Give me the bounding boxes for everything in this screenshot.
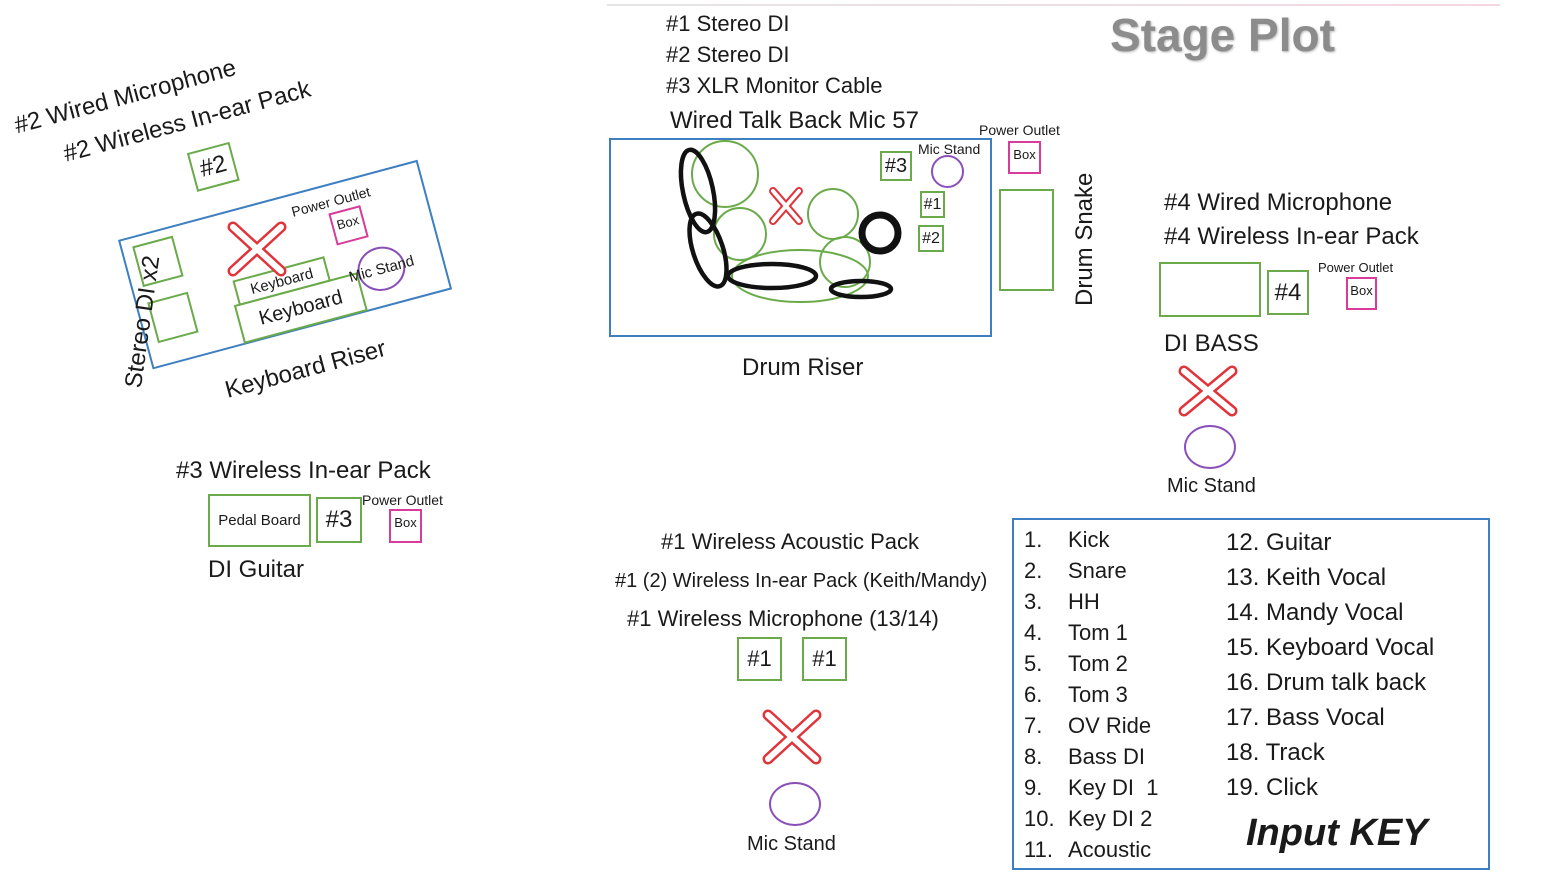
drum-mic-stand-icon — [931, 155, 964, 188]
bass-box-4: #4 — [1267, 270, 1309, 315]
drum-riser-label: Drum Riser — [742, 354, 864, 381]
drum-mic-stand-label: Mic Stand — [918, 141, 981, 157]
drum-tom-1-icon — [691, 140, 759, 208]
center-box-1a: #1 — [737, 637, 782, 681]
key-item-19: 19. Click — [1226, 774, 1319, 801]
top-divider-line — [607, 4, 1500, 6]
bass-mic-stand-label: Mic Stand — [1167, 475, 1256, 497]
drum-box-3: #3 — [880, 151, 912, 181]
drum-snake-box — [999, 189, 1054, 291]
bass-di-box — [1159, 262, 1261, 317]
key-item-11: 11.Acoustic — [1024, 837, 1152, 862]
input-key-title: Input KEY — [1246, 812, 1428, 854]
guitar-box-3: #3 — [316, 497, 362, 543]
bass-outlet-box: Box — [1346, 277, 1377, 310]
key-item-4: 4.Tom 1 — [1024, 620, 1128, 645]
key-item-17: 17. Bass Vocal — [1226, 704, 1385, 731]
center-box-1b: #1 — [802, 637, 847, 681]
key-item-12: 12. Guitar — [1226, 529, 1332, 556]
acoustic-pack-label: #1 Wireless Acoustic Pack — [661, 529, 919, 554]
keys-position-x-icon — [227, 221, 287, 277]
key-item-9: 9.Key DI 1 — [1024, 775, 1159, 800]
center-position-x-icon — [762, 709, 822, 765]
drum-position-x-icon — [769, 187, 803, 225]
di-bass-label: DI BASS — [1164, 330, 1259, 357]
page-title: Stage Plot — [1110, 9, 1335, 61]
cymbal-4-icon — [828, 278, 894, 300]
key-item-5: 5.Tom 2 — [1024, 651, 1128, 676]
key-item-18: 18. Track — [1226, 739, 1325, 766]
drum-box-2: #2 — [918, 225, 944, 252]
bass-position-x-icon — [1178, 365, 1238, 417]
drum-note-1: #1 Stereo DI — [666, 11, 790, 36]
bass-wired-mic-label: #4 Wired Microphone — [1164, 189, 1393, 216]
key-item-7: 7.OV Ride — [1024, 713, 1152, 738]
talkback-mic-label: Wired Talk Back Mic 57 — [670, 107, 919, 134]
drum-note-2: #2 Stereo DI — [666, 42, 790, 67]
drum-box-1: #1 — [920, 191, 945, 218]
drum-note-3: #3 XLR Monitor Cable — [666, 73, 883, 98]
di-guitar-label: DI Guitar — [208, 556, 305, 583]
drum-kit — [678, 140, 902, 303]
key-item-13: 13. Keith Vocal — [1226, 564, 1387, 591]
center-mic-stand-label: Mic Stand — [747, 833, 836, 855]
input-key-panel — [1012, 518, 1490, 870]
center-inear-pack-label: #1 (2) Wireless In-ear Pack (Keith/Mandy… — [615, 570, 988, 592]
center-mic-stand-icon — [769, 782, 821, 826]
drum-power-outlet-label: Power Outlet — [979, 122, 1060, 138]
bass-mic-stand-icon — [1184, 425, 1236, 469]
key-item-14: 14. Mandy Vocal — [1226, 599, 1404, 626]
drum-kick-icon — [731, 249, 869, 303]
key-item-6: 6.Tom 3 — [1024, 682, 1128, 707]
drum-tom-2-icon — [713, 207, 767, 261]
cymbal-1-icon — [678, 147, 718, 235]
guitar-inear-pack-label: #3 Wireless In-ear Pack — [176, 457, 431, 484]
drum-floor-tom-icon — [819, 236, 871, 288]
key-item-10: 10.Key DI 2 — [1024, 806, 1153, 831]
bass-inear-pack-label: #4 Wireless In-ear Pack — [1164, 223, 1419, 250]
drum-riser — [609, 138, 992, 337]
wireless-mic-label: #1 Wireless Microphone (13/14) — [627, 606, 939, 631]
key-item-16: 16. Drum talk back — [1226, 669, 1427, 696]
bass-power-outlet-label: Power Outlet — [1318, 260, 1394, 275]
key-item-15: 15. Keyboard Vocal — [1226, 634, 1435, 661]
guitar-outlet-box: Box — [389, 509, 422, 543]
drum-tom-3-icon — [807, 188, 859, 240]
key-item-8: 8.Bass DI — [1024, 744, 1146, 769]
drum-outlet-box: Box — [1008, 141, 1041, 174]
pedal-board: Pedal Board — [208, 494, 311, 547]
cymbal-2-icon — [687, 211, 729, 289]
hihat-icon — [858, 211, 902, 255]
key-item-1: 1.Kick — [1024, 527, 1110, 552]
key-item-2: 2.Snare — [1024, 558, 1127, 583]
cymbal-3-icon — [725, 261, 819, 291]
key-item-3: 3.HH — [1024, 589, 1100, 614]
guitar-power-outlet-label: Power Outlet — [362, 492, 443, 508]
